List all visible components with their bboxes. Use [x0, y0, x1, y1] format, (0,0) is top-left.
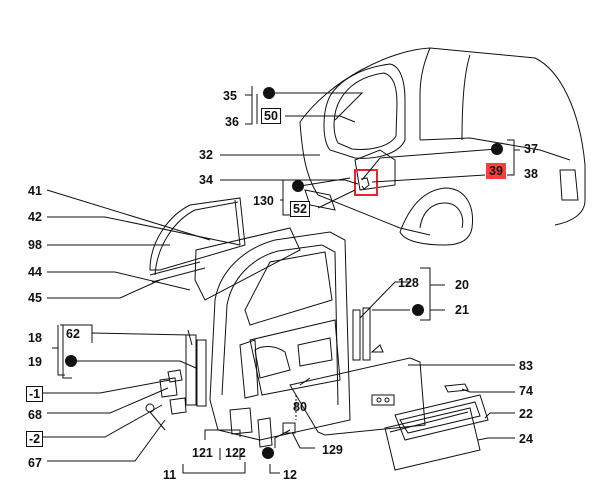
door-panel	[209, 231, 351, 448]
callout-129: 129	[322, 443, 343, 457]
callout-21: 21	[455, 303, 469, 317]
callout-22: 22	[519, 407, 533, 421]
callout-36: 36	[225, 115, 239, 129]
callout-minus-2: -2	[26, 431, 44, 447]
callout-38: 38	[524, 167, 538, 181]
weatherstrip	[352, 307, 384, 361]
callout-128: 128	[398, 276, 419, 290]
callout-62: 62	[66, 327, 80, 341]
callout-121: 121	[192, 446, 213, 460]
callout-42: 42	[28, 210, 42, 224]
callout-11: 11	[163, 468, 177, 482]
callout-19: 19	[28, 355, 42, 369]
armrest	[394, 394, 489, 441]
callout-80: 80	[293, 400, 307, 414]
callout-45: 45	[28, 291, 42, 305]
window-glass	[149, 197, 301, 301]
callout-20: 20	[455, 278, 469, 292]
callout-68: 68	[28, 408, 42, 422]
callout-24: 24	[519, 432, 533, 446]
reference-dots	[65, 87, 503, 459]
trim-panel	[289, 357, 426, 436]
callout-122: 122	[225, 446, 246, 460]
callout-18: 18	[28, 331, 42, 345]
callout-32: 32	[199, 148, 213, 162]
callout-130: 130	[253, 194, 274, 208]
callout-41: 41	[28, 184, 42, 198]
callout-98: 98	[28, 238, 42, 252]
leader-lines	[40, 86, 520, 474]
callout-44: 44	[28, 265, 42, 279]
callout-34: 34	[199, 173, 213, 187]
vehicle-body	[299, 47, 586, 246]
callout-83: 83	[519, 359, 533, 373]
callout-12: 12	[283, 468, 297, 482]
callout-52: 52	[290, 201, 310, 217]
callout-67: 67	[28, 456, 42, 470]
callout-50: 50	[261, 108, 281, 124]
callout-35: 35	[223, 89, 237, 103]
callout-37: 37	[524, 142, 538, 156]
callout-39-highlighted: 39	[486, 163, 506, 179]
callout-74: 74	[519, 384, 533, 398]
hinge-parts	[145, 334, 207, 431]
door-pocket	[384, 407, 481, 471]
callout-minus-1: -1	[26, 386, 44, 402]
